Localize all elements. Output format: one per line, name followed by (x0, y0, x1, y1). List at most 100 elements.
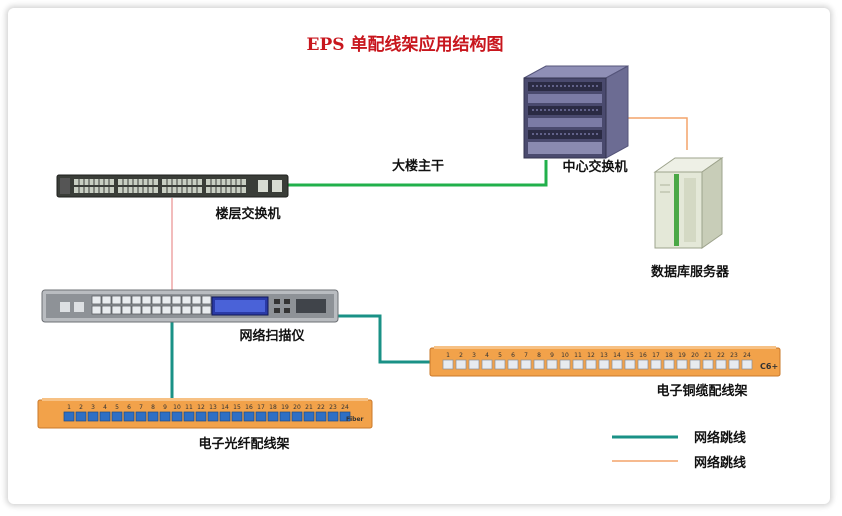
port-number: 21 (704, 352, 712, 359)
patch-port (159, 411, 171, 422)
patch-port (533, 359, 545, 370)
patch-port (75, 411, 87, 422)
port-number: 23 (329, 404, 337, 411)
port-number: 16 (245, 404, 253, 411)
port-number: 7 (524, 352, 528, 359)
legend: 网络跳线 网络跳线 (612, 430, 746, 471)
port-number: 18 (269, 404, 277, 411)
port-number: 7 (139, 404, 143, 411)
port-number: 3 (472, 352, 476, 359)
patch-port (468, 359, 480, 370)
patch-port (87, 411, 99, 422)
patch-port (195, 411, 207, 422)
patch-port (147, 411, 159, 422)
port-number: 9 (163, 404, 167, 411)
patch-port (715, 359, 727, 370)
patch-port (650, 359, 662, 370)
patch-port (741, 359, 753, 370)
patch-port (442, 359, 454, 370)
patch-port (123, 411, 135, 422)
patch-port (291, 411, 303, 422)
port-number: 20 (293, 404, 301, 411)
patch-port (111, 411, 123, 422)
port-number: 8 (537, 352, 541, 359)
patch-port (267, 411, 279, 422)
port-number: 8 (151, 404, 155, 411)
port-number: 22 (717, 352, 725, 359)
legend-label-orange: 网络跳线 (694, 455, 746, 471)
port-number: 14 (221, 404, 229, 411)
port-number: 19 (678, 352, 686, 359)
db-server-label: 数据库服务器 (651, 264, 730, 280)
port-number: 24 (743, 352, 751, 359)
patch-port (624, 359, 636, 370)
port-number: 12 (197, 404, 205, 411)
port-number: 22 (317, 404, 325, 411)
port-number: 21 (305, 404, 313, 411)
core-switch (523, 65, 629, 159)
port-number: 5 (115, 404, 119, 411)
patch-port (327, 411, 339, 422)
port-number: 14 (613, 352, 621, 359)
patch-port (481, 359, 493, 370)
port-number: 5 (498, 352, 502, 359)
patch-port (559, 359, 571, 370)
patch-port (455, 359, 467, 370)
port-number: 1 (446, 352, 450, 359)
patch-port (99, 411, 111, 422)
port-number: 6 (127, 404, 131, 411)
scanner-to-copper-link (338, 314, 430, 364)
port-number: 16 (639, 352, 647, 359)
port-number: 4 (103, 404, 107, 411)
port-number: 15 (233, 404, 241, 411)
copper-panel-label: 电子铜缆配线架 (656, 383, 747, 399)
patch-port (494, 359, 506, 370)
port-number: 11 (574, 352, 582, 359)
port-number: 11 (185, 404, 193, 411)
scanner-label: 网络扫描仪 (239, 328, 305, 344)
core-switch-label: 中心交换机 (562, 159, 627, 175)
port-number: 19 (281, 404, 289, 411)
patch-port (728, 359, 740, 370)
diagram-title: EPS 单配线架应用结构图 (307, 34, 504, 55)
patch-port (611, 359, 623, 370)
patch-port (572, 359, 584, 370)
fiber-ports (63, 411, 351, 422)
port-number: 24 (341, 404, 349, 411)
patch-port (63, 411, 75, 422)
port-number: 2 (79, 404, 83, 411)
fiber-panel-tag: Fiber (346, 416, 364, 423)
network-diagram: EPS 单配线架应用结构图 中心交换机 大楼主干 数据库服务器 (37, 34, 781, 471)
patch-port (598, 359, 610, 370)
patch-port (507, 359, 519, 370)
port-number: 20 (691, 352, 699, 359)
port-number: 17 (652, 352, 660, 359)
database-server (653, 157, 724, 249)
patch-port (231, 411, 243, 422)
patch-port (315, 411, 327, 422)
patch-port (183, 411, 195, 422)
patch-port (663, 359, 675, 370)
copper-panel-tag: C6+ (760, 362, 778, 371)
patch-port (702, 359, 714, 370)
patch-port (676, 359, 688, 370)
copper-ports (442, 359, 753, 370)
diagram-frame: EPS 单配线架应用结构图 中心交换机 大楼主干 数据库服务器 (8, 8, 830, 504)
port-number: 4 (485, 352, 489, 359)
port-number: 2 (459, 352, 463, 359)
port-number: 18 (665, 352, 673, 359)
network-scanner (41, 289, 339, 323)
patch-port (689, 359, 701, 370)
server-link (620, 117, 688, 150)
patch-port (585, 359, 597, 370)
patch-port (171, 411, 183, 422)
port-number: 13 (209, 404, 217, 411)
port-number: 6 (511, 352, 515, 359)
port-number: 3 (91, 404, 95, 411)
port-number: 1 (67, 404, 71, 411)
patch-port (303, 411, 315, 422)
patch-port (546, 359, 558, 370)
patch-port (339, 411, 351, 422)
patch-port (219, 411, 231, 422)
